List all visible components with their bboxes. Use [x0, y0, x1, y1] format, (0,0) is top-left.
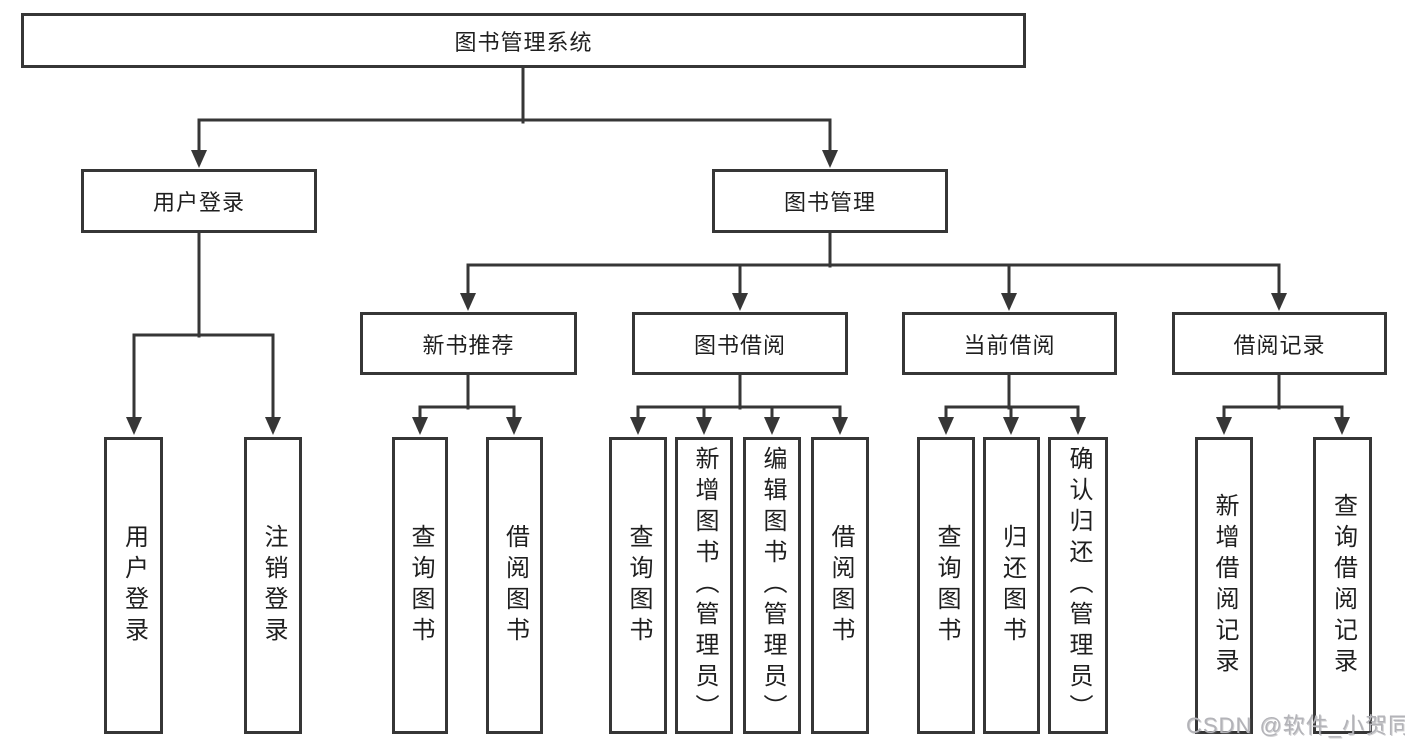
leaf-user-login-label: 用户登录 — [120, 523, 148, 648]
leaf-bb-query-books-label: 查询图书 — [625, 523, 652, 648]
leaf-cb-query-books-label: 查询图书 — [933, 523, 960, 648]
node-borrow-records: 借阅记录 — [1172, 312, 1387, 375]
leaf-br-query-record-label: 查询借阅记录 — [1329, 492, 1357, 679]
node-root: 图书管理系统 — [21, 13, 1026, 68]
node-book-management-label: 图书管理 — [783, 190, 876, 215]
leaf-bb-edit-books-admin-label: 编辑图书（管理员） — [759, 446, 786, 725]
leaf-bb-add-books-admin: 新增图书（管理员） — [675, 437, 733, 734]
node-user-login-label: 用户登录 — [152, 190, 245, 215]
leaf-nbr-query-books-label: 查询图书 — [407, 523, 434, 648]
node-new-book-recommend-label: 新书推荐 — [422, 332, 515, 358]
node-book-management: 图书管理 — [712, 169, 948, 233]
leaf-bb-add-books-admin-label: 新增图书（管理员） — [691, 446, 718, 725]
leaf-cb-return-books: 归还图书 — [983, 437, 1040, 734]
leaf-bb-borrow-books: 借阅图书 — [811, 437, 869, 734]
node-user-login: 用户登录 — [81, 169, 317, 233]
node-book-borrowing: 图书借阅 — [632, 312, 848, 375]
leaf-bb-edit-books-admin: 编辑图书（管理员） — [743, 437, 801, 734]
leaf-cb-return-books-label: 归还图书 — [998, 523, 1026, 648]
leaf-nbr-borrow-books-label: 借阅图书 — [501, 523, 529, 648]
leaf-nbr-query-books: 查询图书 — [392, 437, 448, 734]
node-book-borrowing-label: 图书借阅 — [693, 332, 786, 358]
leaf-cb-confirm-return-admin-label: 确认归还（管理员） — [1065, 446, 1092, 725]
node-root-label: 图书管理系统 — [454, 29, 593, 55]
leaf-br-add-record-label: 新增借阅记录 — [1211, 492, 1238, 679]
leaf-cb-query-books: 查询图书 — [917, 437, 975, 734]
node-new-book-recommend: 新书推荐 — [360, 312, 577, 375]
leaf-br-add-record: 新增借阅记录 — [1195, 437, 1253, 734]
arrowheads — [126, 150, 1350, 435]
leaf-logout-label: 注销登录 — [260, 523, 287, 648]
csdn-watermark: CSDN @软件_小贺同学 — [1186, 713, 1405, 738]
node-current-borrowing: 当前借阅 — [902, 312, 1117, 375]
leaf-bb-query-books: 查询图书 — [609, 437, 667, 734]
leaf-cb-confirm-return-admin: 确认归还（管理员） — [1048, 437, 1108, 734]
leaf-nbr-borrow-books: 借阅图书 — [486, 437, 543, 734]
leaf-logout: 注销登录 — [244, 437, 302, 734]
node-current-borrowing-label: 当前借阅 — [963, 332, 1056, 358]
leaf-bb-borrow-books-label: 借阅图书 — [827, 523, 854, 648]
leaf-user-login: 用户登录 — [104, 437, 163, 734]
node-borrow-records-label: 借阅记录 — [1233, 332, 1326, 358]
leaf-br-query-record: 查询借阅记录 — [1313, 437, 1372, 734]
